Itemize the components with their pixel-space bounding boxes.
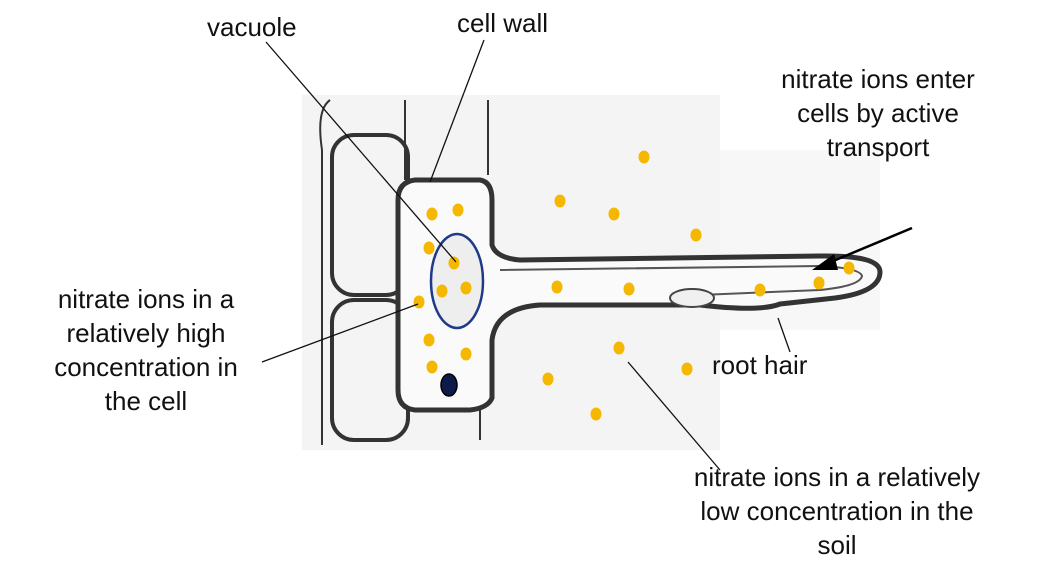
ion bbox=[461, 282, 472, 295]
high-concentration-label: nitrate ions in a relatively high concen… bbox=[8, 282, 284, 418]
ion bbox=[555, 195, 566, 208]
active-transport-line-2: cells by active bbox=[728, 96, 1028, 130]
vacuole-label: vacuole bbox=[207, 10, 297, 44]
ion bbox=[543, 373, 554, 386]
ion bbox=[639, 151, 650, 164]
ion bbox=[814, 277, 825, 290]
low-concentration-label: nitrate ions in a relatively low concent… bbox=[634, 460, 1040, 562]
ion bbox=[453, 204, 464, 217]
ion bbox=[591, 408, 602, 421]
active-transport-label: nitrate ions enter cells by active trans… bbox=[728, 62, 1028, 164]
ion bbox=[614, 342, 625, 355]
ion bbox=[424, 334, 435, 347]
ion bbox=[691, 229, 702, 242]
high-conc-line-2: relatively high bbox=[8, 316, 284, 350]
ion bbox=[624, 283, 635, 296]
ion bbox=[755, 284, 766, 297]
ion bbox=[844, 262, 855, 275]
ion bbox=[682, 363, 693, 376]
low-conc-line-1: nitrate ions in a relatively bbox=[634, 460, 1040, 494]
vacuole bbox=[431, 234, 483, 328]
low-conc-line-2: low concentration in the bbox=[634, 494, 1040, 528]
ion bbox=[437, 285, 448, 298]
low-conc-line-3: soil bbox=[634, 528, 1040, 562]
ion bbox=[427, 361, 438, 374]
cell-wall-label: cell wall bbox=[457, 6, 548, 40]
ion bbox=[449, 257, 460, 270]
high-conc-line-1: nitrate ions in a bbox=[8, 282, 284, 316]
ion bbox=[461, 348, 472, 361]
small-bulge bbox=[670, 289, 714, 307]
ion bbox=[609, 208, 620, 221]
ion bbox=[427, 208, 438, 221]
nucleus bbox=[441, 374, 457, 396]
ion bbox=[414, 296, 425, 309]
high-conc-line-4: the cell bbox=[8, 384, 284, 418]
active-transport-line-3: transport bbox=[728, 130, 1028, 164]
high-conc-line-3: concentration in bbox=[8, 350, 284, 384]
root-hair-label: root hair bbox=[712, 348, 807, 382]
active-transport-line-1: nitrate ions enter bbox=[728, 62, 1028, 96]
ion bbox=[424, 242, 435, 255]
ion bbox=[552, 281, 563, 294]
